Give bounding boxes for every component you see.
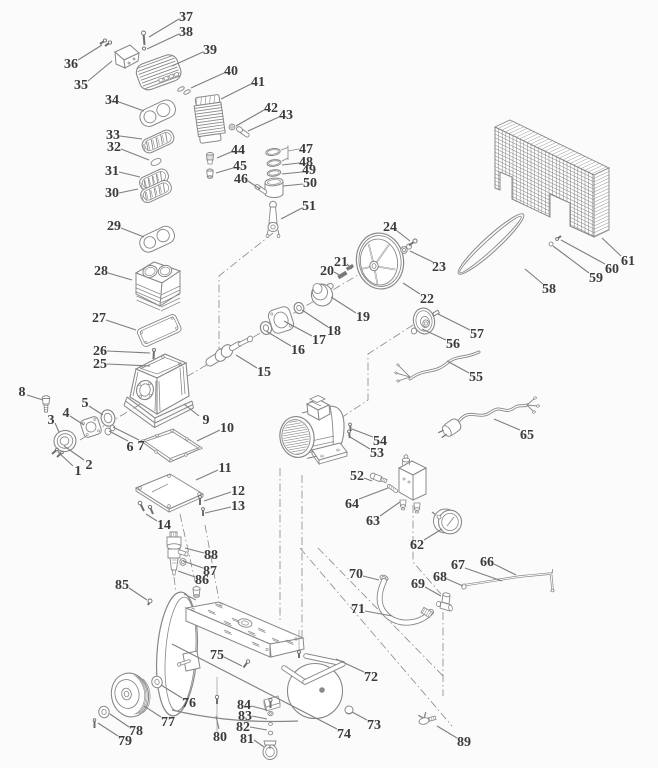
svg-text:26: 26 — [93, 344, 107, 359]
svg-text:87: 87 — [203, 564, 217, 579]
svg-text:65: 65 — [520, 428, 534, 443]
svg-text:18: 18 — [327, 324, 341, 339]
svg-text:84: 84 — [237, 698, 251, 713]
svg-text:44: 44 — [231, 143, 245, 158]
svg-text:80: 80 — [213, 730, 227, 745]
svg-text:21: 21 — [334, 255, 348, 270]
svg-text:72: 72 — [364, 670, 378, 685]
svg-text:78: 78 — [129, 724, 143, 739]
svg-text:3: 3 — [48, 413, 55, 428]
svg-text:8: 8 — [19, 385, 26, 400]
svg-text:38: 38 — [179, 25, 193, 40]
svg-text:51: 51 — [302, 199, 316, 214]
svg-text:30: 30 — [105, 186, 119, 201]
svg-text:82: 82 — [236, 720, 250, 735]
svg-text:89: 89 — [457, 735, 471, 750]
svg-text:85: 85 — [115, 578, 129, 593]
svg-text:9: 9 — [203, 413, 210, 428]
svg-text:16: 16 — [291, 343, 305, 358]
svg-text:17: 17 — [312, 333, 326, 348]
svg-text:27: 27 — [92, 311, 106, 326]
svg-text:63: 63 — [366, 514, 380, 529]
svg-text:83: 83 — [238, 709, 252, 724]
svg-text:22: 22 — [420, 292, 434, 307]
svg-text:79: 79 — [118, 734, 132, 749]
svg-text:4: 4 — [63, 406, 70, 421]
svg-text:70: 70 — [349, 567, 363, 582]
svg-text:67: 67 — [451, 558, 465, 573]
svg-text:61: 61 — [621, 254, 635, 269]
svg-text:45: 45 — [233, 159, 247, 174]
svg-text:6: 6 — [127, 440, 134, 455]
svg-text:58: 58 — [542, 282, 556, 297]
svg-text:66: 66 — [480, 555, 494, 570]
svg-text:77: 77 — [161, 715, 175, 730]
svg-text:86: 86 — [195, 573, 209, 588]
svg-text:50: 50 — [303, 176, 317, 191]
svg-text:81: 81 — [240, 732, 254, 747]
svg-text:53: 53 — [370, 446, 384, 461]
svg-text:11: 11 — [218, 461, 231, 476]
svg-text:13: 13 — [231, 499, 245, 514]
svg-text:69: 69 — [411, 577, 425, 592]
svg-text:47: 47 — [299, 142, 313, 157]
svg-text:39: 39 — [203, 43, 217, 58]
svg-text:42: 42 — [264, 101, 278, 116]
svg-text:68: 68 — [433, 570, 447, 585]
svg-text:33: 33 — [106, 128, 120, 143]
svg-text:12: 12 — [231, 484, 245, 499]
svg-text:52: 52 — [350, 469, 364, 484]
svg-text:73: 73 — [367, 718, 381, 733]
svg-text:55: 55 — [469, 370, 483, 385]
svg-text:59: 59 — [589, 271, 603, 286]
svg-text:23: 23 — [432, 260, 446, 275]
svg-text:34: 34 — [105, 93, 119, 108]
svg-text:31: 31 — [105, 164, 119, 179]
svg-text:76: 76 — [182, 696, 196, 711]
svg-text:64: 64 — [345, 497, 359, 512]
svg-text:54: 54 — [373, 434, 387, 449]
svg-text:37: 37 — [179, 10, 193, 25]
svg-text:28: 28 — [94, 264, 108, 279]
svg-text:15: 15 — [257, 365, 271, 380]
svg-text:75: 75 — [210, 648, 224, 663]
svg-text:43: 43 — [279, 108, 293, 123]
svg-text:5: 5 — [82, 396, 89, 411]
svg-text:88: 88 — [204, 548, 218, 563]
svg-text:19: 19 — [356, 310, 370, 325]
svg-text:57: 57 — [470, 327, 484, 342]
svg-text:1: 1 — [75, 464, 82, 479]
svg-text:35: 35 — [74, 78, 88, 93]
svg-text:2: 2 — [86, 458, 93, 473]
svg-text:7: 7 — [138, 439, 145, 454]
svg-text:29: 29 — [107, 219, 121, 234]
svg-text:62: 62 — [410, 538, 424, 553]
svg-text:41: 41 — [251, 75, 265, 90]
svg-text:20: 20 — [320, 264, 334, 279]
svg-text:60: 60 — [605, 262, 619, 277]
svg-text:46: 46 — [234, 172, 248, 187]
svg-text:25: 25 — [93, 357, 107, 372]
svg-text:56: 56 — [446, 337, 460, 352]
svg-text:10: 10 — [220, 421, 234, 436]
svg-text:32: 32 — [107, 140, 121, 155]
svg-text:49: 49 — [302, 163, 316, 178]
svg-text:48: 48 — [299, 155, 313, 170]
svg-text:24: 24 — [383, 220, 397, 235]
svg-text:71: 71 — [351, 602, 365, 617]
svg-text:74: 74 — [337, 727, 351, 742]
svg-text:36: 36 — [64, 57, 78, 72]
svg-text:14: 14 — [157, 518, 171, 533]
svg-text:40: 40 — [224, 64, 238, 79]
